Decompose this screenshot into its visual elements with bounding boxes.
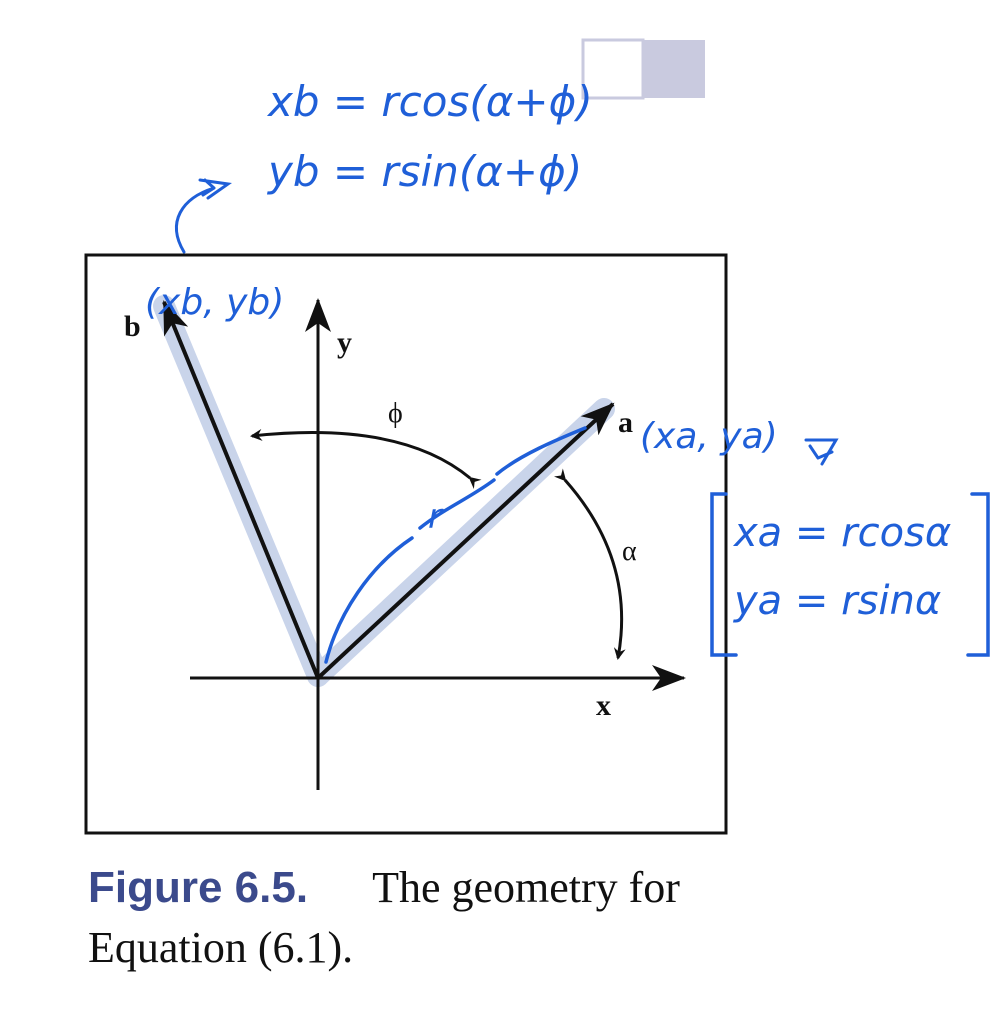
caption-text: The geometry for Equation (6.1). bbox=[88, 863, 680, 972]
b-pointer-arrow bbox=[174, 178, 232, 254]
y-axis-label: y bbox=[337, 326, 352, 359]
vector-a-label: a bbox=[618, 406, 633, 439]
a-pointer-arrow bbox=[804, 438, 839, 466]
right-bracket bbox=[966, 492, 990, 657]
phi-arc bbox=[250, 428, 482, 489]
a-coordinates: (xa, ya) bbox=[640, 416, 778, 457]
x-axis-label: x bbox=[596, 689, 611, 722]
vector-b bbox=[162, 300, 320, 679]
vector-a bbox=[316, 402, 615, 680]
caption-label: Figure 6.5. bbox=[88, 863, 309, 912]
alpha-label: α bbox=[622, 536, 637, 567]
xb-equation: xb = rcos(α+ϕ) bbox=[266, 77, 593, 126]
r-label: r bbox=[428, 497, 444, 537]
figure-caption: Figure 6.5.The geometry for Equation (6.… bbox=[88, 858, 738, 978]
phi-label: ϕ bbox=[388, 398, 403, 429]
xa-equation: xa = rcosα bbox=[732, 510, 951, 556]
yb-equation: yb = rsin(α+ϕ) bbox=[266, 147, 582, 196]
alpha-arc bbox=[553, 468, 626, 660]
figure-frame bbox=[84, 253, 728, 835]
r-curve bbox=[324, 426, 587, 664]
b-coordinates: (xb, yb) bbox=[145, 282, 284, 323]
left-bracket bbox=[710, 492, 738, 657]
ya-equation: ya = rsinα bbox=[733, 578, 941, 624]
color-swatch bbox=[581, 38, 705, 100]
vector-b-label: b bbox=[124, 310, 141, 343]
